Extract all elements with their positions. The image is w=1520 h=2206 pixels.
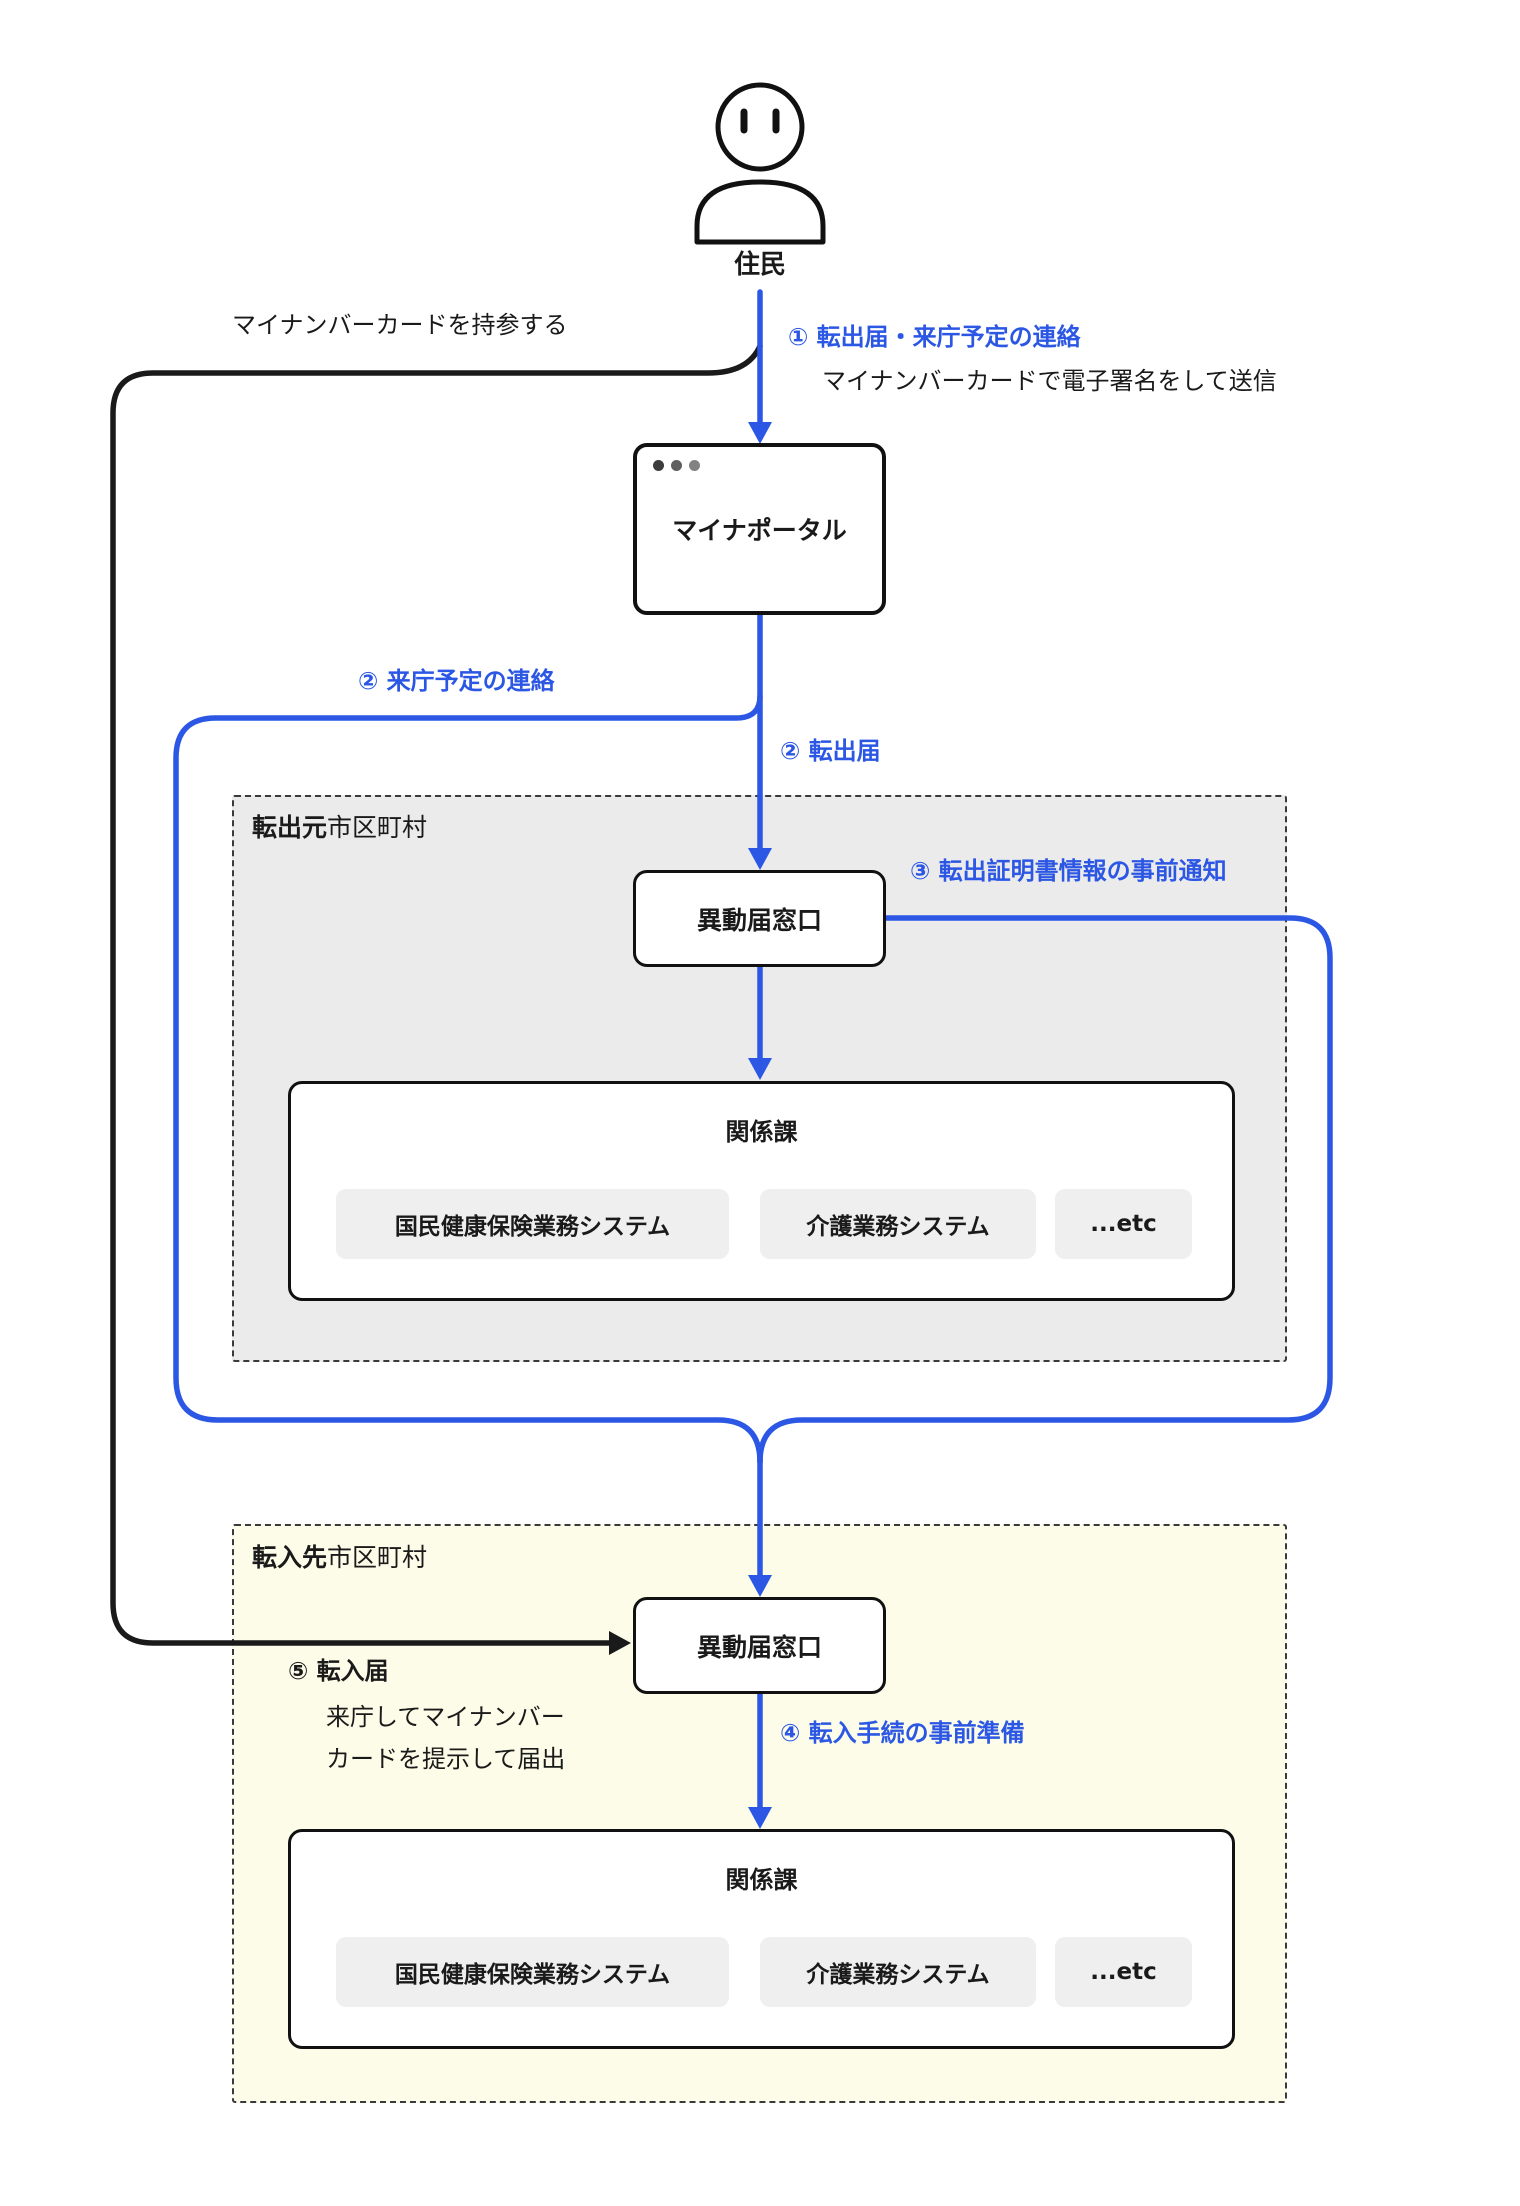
source-notification-window: 異動届窓口 (633, 870, 886, 967)
source-zone-title-bold: 転出元 (252, 813, 328, 842)
step5-sublabel-line1: 来庁してマイナンバー (326, 1703, 565, 1731)
browser-dots-icon (653, 460, 700, 471)
source-zone-title: 転出元市区町村 (252, 812, 427, 845)
step3-branch-line (757, 915, 1333, 1465)
source-zone-title-rest: 市区町村 (327, 813, 428, 842)
destination-zone-title: 転入先市区町村 (252, 1542, 427, 1575)
source-dept-title: 関係課 (725, 1118, 798, 1146)
source-nursing-care-system: 介護業務システム (760, 1189, 1036, 1259)
step2b-label: ② 転出届 (780, 737, 881, 765)
destination-zone-title-bold: 転入先 (252, 1543, 328, 1572)
step4-label: ④ 転入手続の事前準備 (780, 1719, 1025, 1747)
resident-icon (694, 82, 826, 245)
mynaportal-window: マイナポータル (633, 443, 886, 615)
source-notification-window-label: 異動届窓口 (696, 905, 822, 935)
destination-nursing-care-system: 介護業務システム (760, 1937, 1036, 2007)
destination-related-depts-box: 関係課 国民健康保険業務システム 介護業務システム ...etc (288, 1829, 1235, 2049)
bring-card-label: マイナンバーカードを持参する (232, 311, 568, 339)
source-health-insurance-system: 国民健康保険業務システム (336, 1189, 729, 1259)
step3-label: ③ 転出証明書情報の事前通知 (910, 857, 1227, 885)
destination-health-insurance-system: 国民健康保険業務システム (336, 1937, 729, 2007)
destination-notification-window: 異動届窓口 (633, 1597, 886, 1694)
step5-sublabel-line2: カードを提示して届出 (326, 1745, 566, 1773)
resident-label: 住民 (733, 250, 786, 280)
bring-card-route-line (110, 343, 763, 1655)
destination-notification-window-label: 異動届窓口 (696, 1632, 822, 1662)
destination-zone-title-rest: 市区町村 (327, 1543, 428, 1572)
step1-sublabel: マイナンバーカードで電子署名をして送信 (822, 367, 1277, 395)
destination-dept-title: 関係課 (725, 1866, 798, 1894)
step2a-branch-line (173, 693, 763, 1465)
source-related-depts-box: 関係課 国民健康保険業務システム 介護業務システム ...etc (288, 1081, 1235, 1301)
step2a-label: ② 来庁予定の連絡 (358, 667, 555, 695)
step5-label: ⑤ 転入届 (288, 1657, 389, 1685)
mynaportal-label: マイナポータル (672, 516, 847, 545)
source-etc-system: ...etc (1055, 1189, 1192, 1259)
destination-etc-system: ...etc (1055, 1937, 1192, 2007)
step1-label: ① 転出届・来庁予定の連絡 (788, 323, 1081, 351)
